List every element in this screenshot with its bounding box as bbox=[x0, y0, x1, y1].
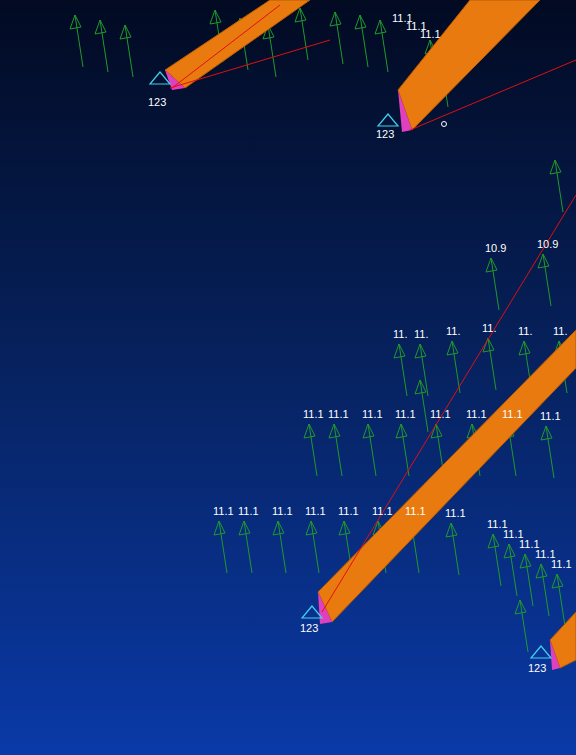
arrow-head bbox=[304, 424, 315, 438]
arrow-head bbox=[396, 424, 407, 438]
load-value: 11.1 bbox=[362, 408, 383, 420]
constraint-label: 123 bbox=[528, 662, 546, 674]
red-lines bbox=[170, 5, 576, 612]
load-value: 11.1 bbox=[540, 410, 561, 422]
arrow-head bbox=[552, 574, 563, 588]
arrow-head bbox=[550, 160, 561, 174]
arrow-head bbox=[504, 544, 515, 558]
arrow-head bbox=[415, 380, 426, 394]
arrow-head bbox=[273, 521, 284, 535]
load-value: 11.1 bbox=[395, 408, 416, 420]
arrow-head bbox=[488, 534, 499, 548]
load-value: 11.1 bbox=[272, 505, 293, 517]
arrow-head bbox=[541, 426, 552, 440]
arrow-head bbox=[295, 8, 306, 22]
arrow-head bbox=[415, 344, 426, 358]
arrow-head bbox=[486, 258, 497, 272]
load-value: 11.1 bbox=[328, 408, 349, 420]
arrow-head bbox=[306, 521, 317, 535]
arrow-head bbox=[70, 15, 81, 29]
load-value: 11. bbox=[414, 328, 428, 340]
arrow-head bbox=[210, 10, 221, 24]
constraint-symbols bbox=[150, 72, 551, 658]
arrow-head bbox=[329, 424, 340, 438]
arrow-head bbox=[330, 12, 341, 26]
load-value: 10.9 bbox=[537, 238, 558, 250]
arrow-head bbox=[519, 341, 530, 355]
load-value: 11. bbox=[553, 325, 567, 337]
arrow-head bbox=[446, 523, 457, 537]
load-value: 11.1 bbox=[213, 505, 234, 517]
arrow-head bbox=[536, 564, 547, 578]
load-value: 11.1 bbox=[502, 408, 523, 420]
arrow-head bbox=[120, 25, 131, 39]
arrow-head bbox=[239, 521, 250, 535]
beams bbox=[165, 0, 576, 670]
load-value: 11.1 bbox=[466, 408, 487, 420]
load-value: 11.1 bbox=[445, 507, 466, 519]
arrow-head bbox=[447, 341, 458, 355]
constraint-label: 123 bbox=[300, 622, 318, 634]
load-value: 11. bbox=[446, 325, 460, 337]
load-value: 11.1 bbox=[303, 408, 324, 420]
arrow-head bbox=[515, 600, 526, 614]
load-value: 11.1 bbox=[238, 505, 259, 517]
arrow-head bbox=[538, 254, 549, 268]
load-value: 11.1 bbox=[430, 408, 451, 420]
load-value: 11.1 bbox=[405, 505, 426, 517]
constraint-label: 123 bbox=[376, 128, 394, 140]
load-value: 11.1 bbox=[551, 558, 572, 570]
arrow-head bbox=[339, 521, 350, 535]
pressure-arrows bbox=[70, 8, 567, 652]
arrow-head bbox=[355, 15, 366, 29]
arrow-head bbox=[394, 344, 405, 358]
load-value: 11.1 bbox=[305, 505, 326, 517]
load-value: 11.1 bbox=[420, 28, 441, 40]
arrow-head bbox=[95, 20, 106, 34]
constraint-label: 123 bbox=[148, 96, 166, 108]
load-value: 11. bbox=[518, 325, 532, 337]
load-value: 11. bbox=[393, 328, 407, 340]
arrow-head bbox=[520, 554, 531, 568]
arrow-head bbox=[214, 521, 225, 535]
load-value: 11.1 bbox=[338, 505, 359, 517]
arrow-head bbox=[375, 20, 386, 34]
load-value: 11.1 bbox=[372, 505, 393, 517]
arrow-head bbox=[363, 424, 374, 438]
load-value: 10.9 bbox=[485, 242, 506, 254]
load-value: 11. bbox=[482, 322, 496, 334]
